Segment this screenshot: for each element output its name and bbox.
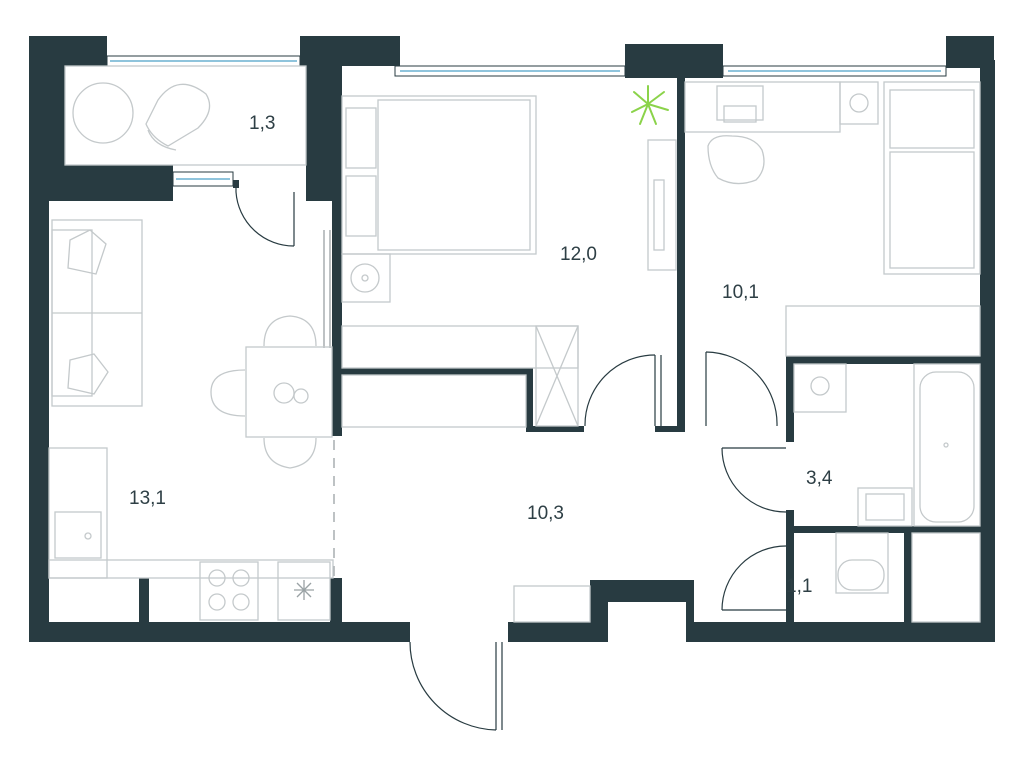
doors	[235, 188, 787, 731]
area-label-kids-room: 10,1	[722, 282, 759, 303]
walls	[29, 36, 995, 642]
area-label-toilet: 1,1	[786, 576, 812, 597]
furniture	[48, 65, 981, 623]
area-label-bathroom: 3,4	[806, 468, 833, 489]
area-label-balcony: 1,3	[249, 113, 275, 134]
plant-icon	[631, 85, 669, 125]
room-labels: 1,3 12,0 10,1 13,1 10,3 3,4 1,1	[129, 113, 833, 597]
area-label-hallway: 10,3	[527, 503, 564, 524]
windows	[106, 55, 947, 187]
area-label-bedroom: 12,0	[560, 244, 597, 265]
area-label-kitchen-living: 13,1	[129, 488, 166, 509]
